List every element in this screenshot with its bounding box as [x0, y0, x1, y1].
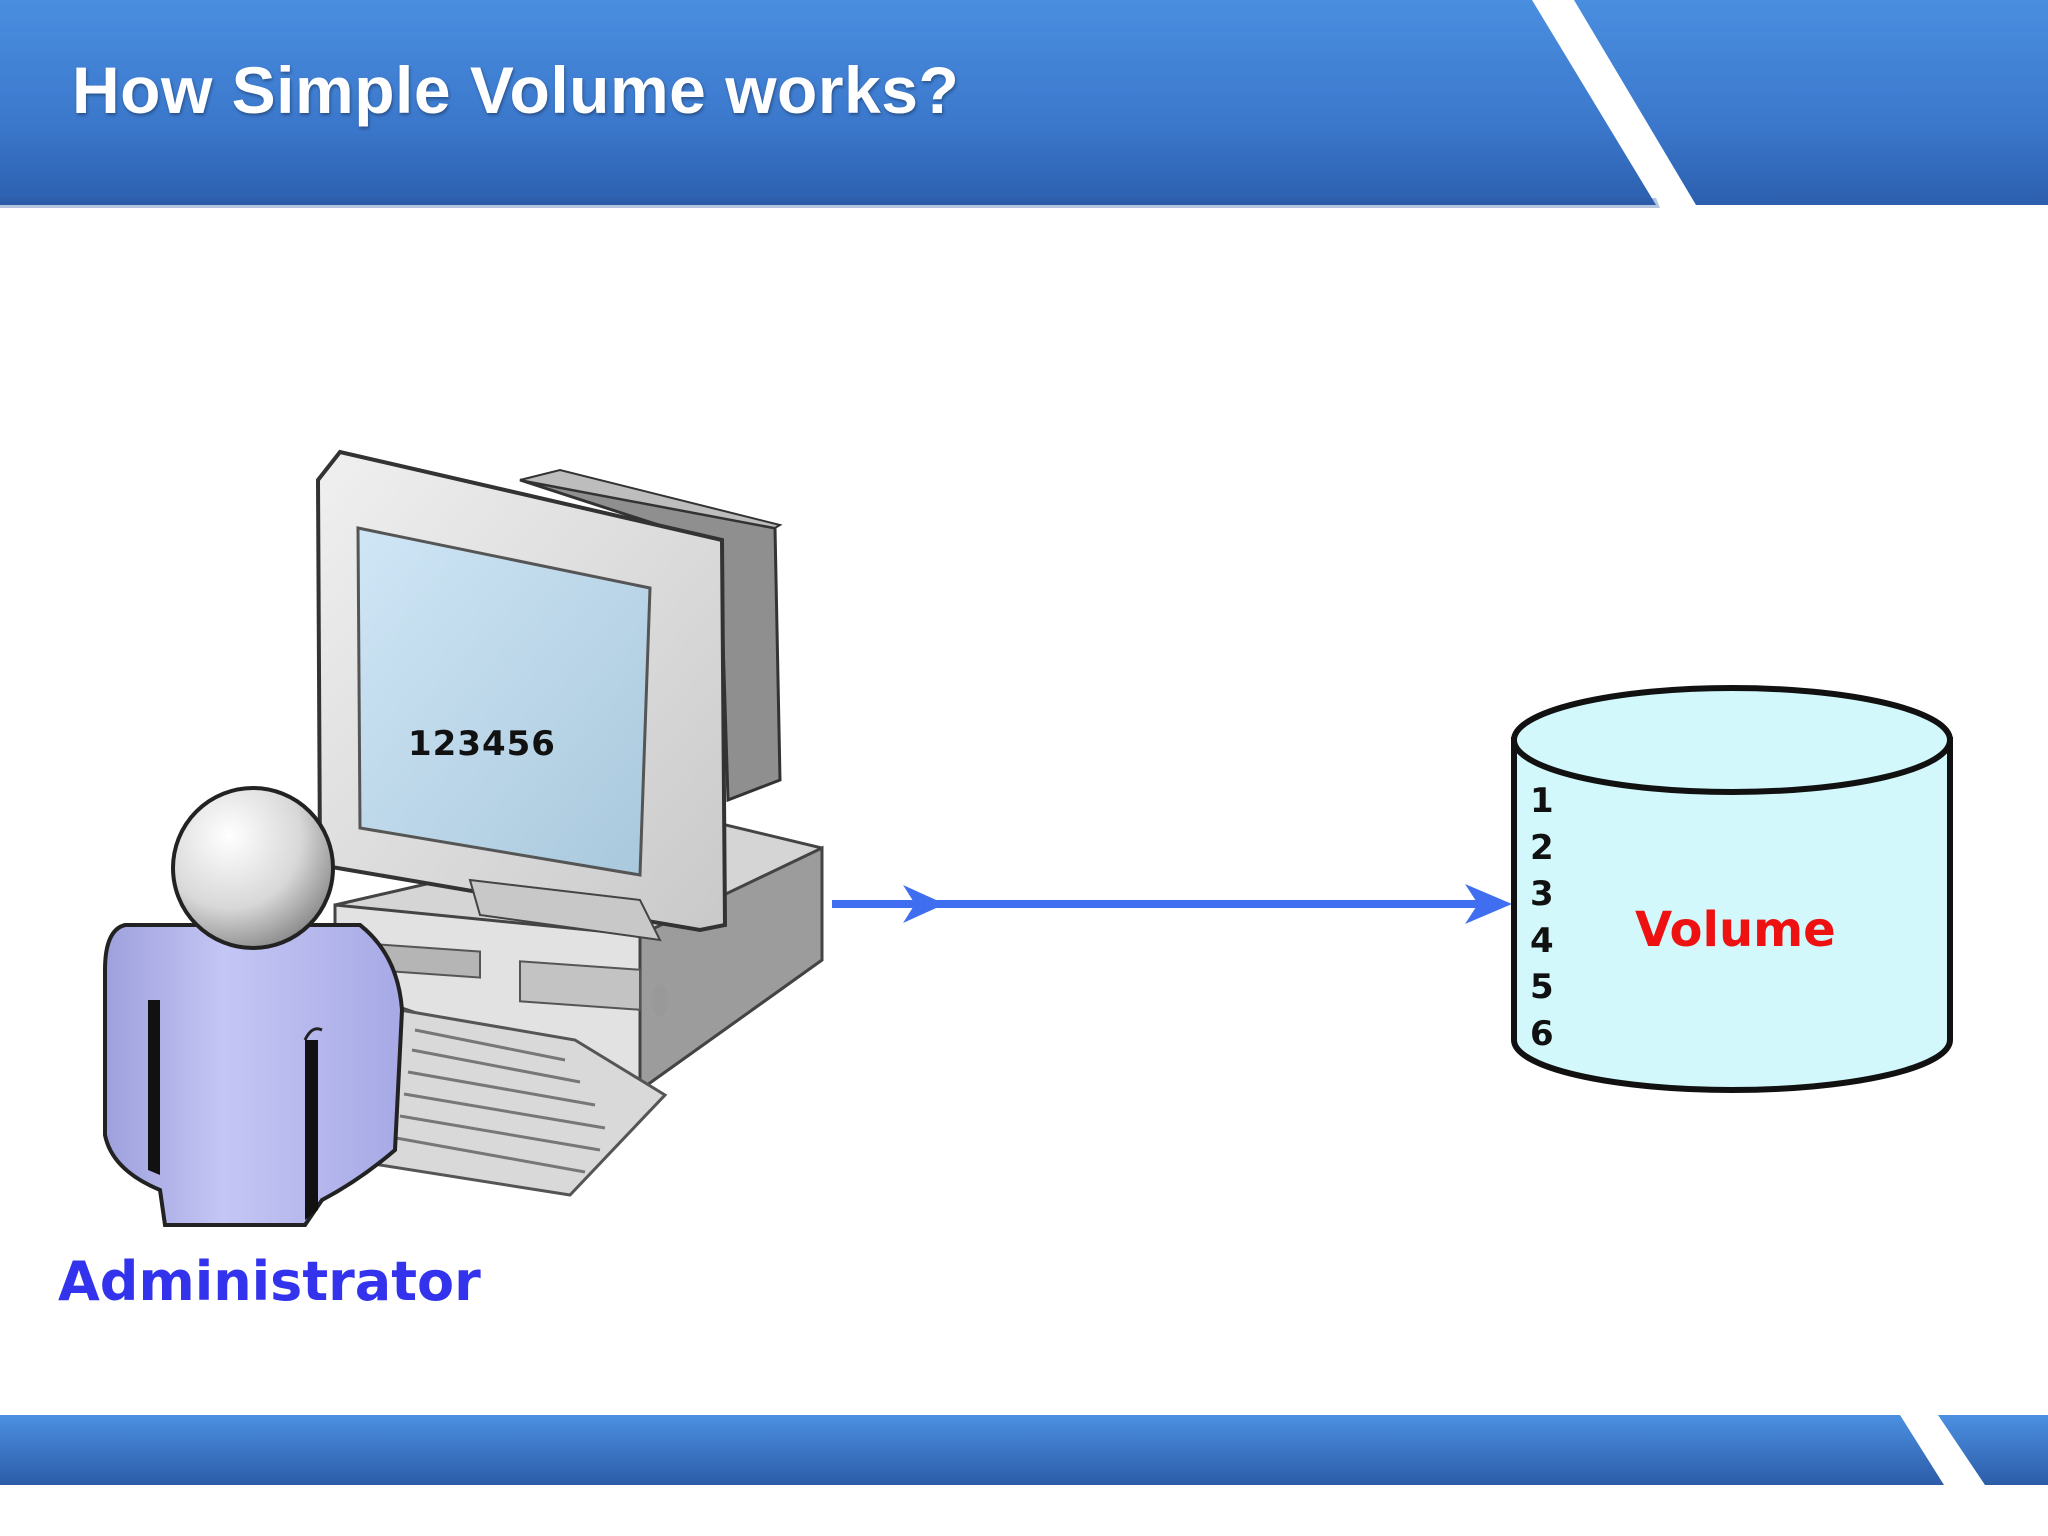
header-band: [0, 0, 2048, 208]
volume-block-number: 5: [1530, 967, 1554, 1007]
person-icon: [103, 786, 405, 1227]
volume-block-number: 6: [1530, 1013, 1554, 1054]
monitor-screen-text: 123456: [408, 724, 556, 764]
volume-label: Volume: [1635, 902, 1836, 958]
slide-title: How Simple Volume works?: [72, 53, 960, 127]
desktop-computer-icon: [315, 449, 824, 1197]
cylinder-volume-icon: [1511, 685, 1953, 1093]
administrator-label: Administrator: [58, 1250, 481, 1313]
volume-block-list: 1 2 3 4 5 6: [1530, 778, 1570, 1057]
volume-block-number: 1: [1530, 781, 1554, 821]
footer-band: [0, 1415, 2048, 1485]
right-arrow-icon: [832, 884, 1512, 924]
volume-block-number: 3: [1530, 874, 1554, 914]
volume-block-number: 4: [1530, 920, 1554, 961]
volume-block-number: 2: [1530, 827, 1554, 868]
